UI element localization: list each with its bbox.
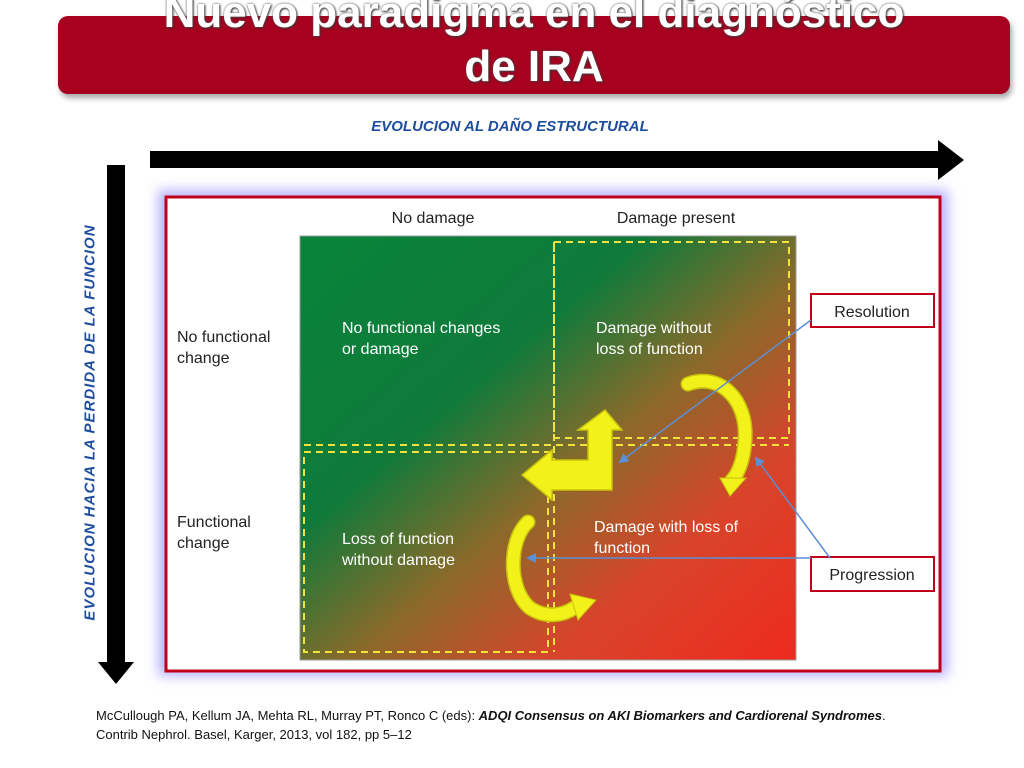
resolution-callout-box xyxy=(810,293,935,328)
quadrant-label-top-right-line2: loss of function xyxy=(596,341,703,358)
quadrant-label-bottom-left-line1: Loss of function xyxy=(342,531,454,548)
quadrant-dividers xyxy=(303,241,790,653)
citation-title: ADQI Consensus on AKI Biomarkers and Car… xyxy=(478,708,883,723)
row-header-no-functional-change-line1: No functional xyxy=(177,329,270,346)
resolution-pointer xyxy=(618,319,812,464)
callout-pointers xyxy=(526,319,831,563)
row-header-functional-change-line1: Functional xyxy=(177,514,251,531)
quadrant-gradient xyxy=(299,235,797,661)
title-line-1: Nuevo paradigma en el diagnóstico xyxy=(163,0,905,37)
column-header-no-damage: No damage xyxy=(392,210,475,227)
quadrant-label-bottom-right-line1: Damage with loss of xyxy=(594,519,739,536)
progression-pointer-upper xyxy=(754,456,831,559)
resolution-l-arrow xyxy=(520,408,624,502)
quadrant-label-top-left-line1: No functional changes xyxy=(342,320,500,337)
quadrant-outline-bottom-left xyxy=(303,451,549,653)
citation-period: . xyxy=(882,708,886,723)
row-header-functional-change-line2: change xyxy=(177,535,230,552)
progression-curved-arrow-bottom xyxy=(505,514,597,623)
horizontal-axis-label: EVOLUCION AL DAÑO ESTRUCTURAL xyxy=(371,118,649,135)
page-title: Nuevo paradigma en el diagnóstico de IRA xyxy=(58,0,1010,94)
citation: McCullough PA, Kellum JA, Mehta RL, Murr… xyxy=(96,706,1006,744)
row-header-no-functional-change-line2: change xyxy=(177,350,230,367)
horizontal-axis-arrow xyxy=(150,140,964,180)
quadrant-label-top-right-line1: Damage without xyxy=(596,320,712,337)
quadrant-label-top-left-line2: or damage xyxy=(342,341,419,358)
title-line-2: de IRA xyxy=(464,42,604,91)
progression-curved-arrow-top xyxy=(680,373,753,497)
progression-callout-label: Progression xyxy=(829,567,914,584)
resolution-callout-label: Resolution xyxy=(834,304,910,321)
citation-authors: McCullough PA, Kellum JA, Mehta RL, Murr… xyxy=(96,708,479,723)
citation-source: Contrib Nephrol. Basel, Karger, 2013, vo… xyxy=(96,727,412,742)
vertical-axis-arrow xyxy=(98,165,134,684)
title-bar xyxy=(58,16,1010,94)
column-header-damage-present: Damage present xyxy=(617,210,736,227)
progression-callout-box xyxy=(810,556,935,592)
quadrant-label-bottom-right-line2: function xyxy=(594,540,650,557)
quadrant-label-bottom-left-line2: without damage xyxy=(341,552,455,569)
